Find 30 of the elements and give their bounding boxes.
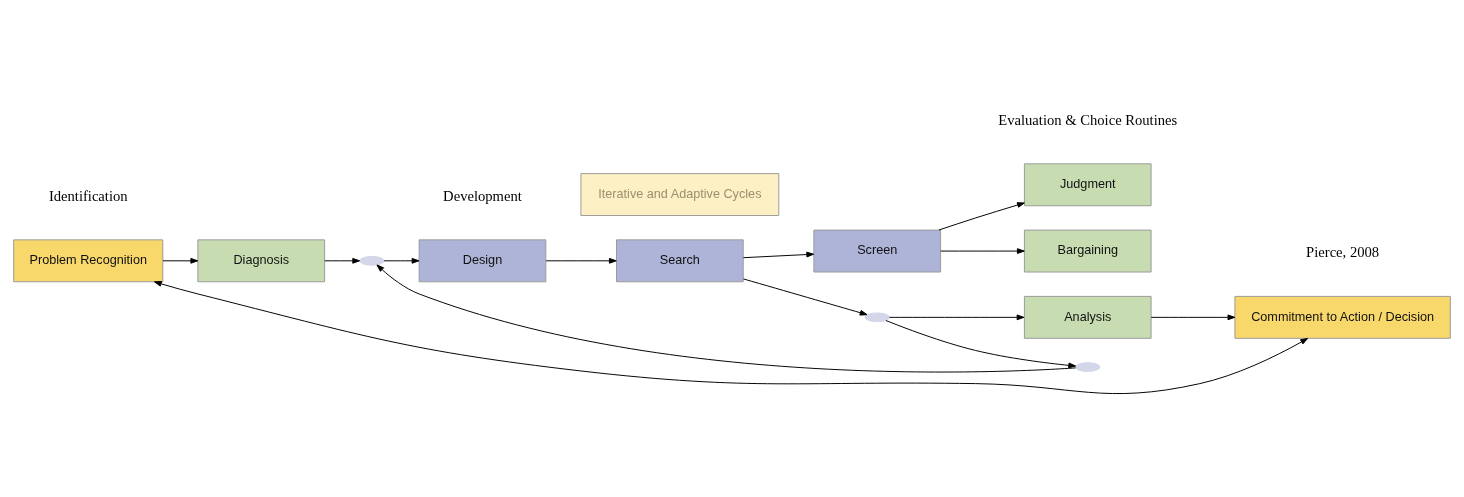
node-box: Commitment to Action / Decision bbox=[1234, 295, 1451, 339]
node-box: Diagnosis bbox=[197, 238, 326, 282]
node-box: Judgment bbox=[1023, 162, 1152, 206]
node-box: Design bbox=[418, 238, 547, 282]
label: Identification bbox=[48, 187, 128, 204]
node-ellipse bbox=[359, 255, 385, 266]
arrow bbox=[376, 263, 1077, 372]
arrow bbox=[324, 257, 361, 264]
label: Evaluation & Choice Routines bbox=[998, 111, 1178, 128]
arrow bbox=[743, 277, 868, 316]
arrow bbox=[162, 257, 199, 264]
node-ellipse bbox=[864, 311, 890, 322]
node-box: Bargaining bbox=[1023, 229, 1152, 272]
arrow bbox=[153, 280, 1309, 394]
node-box: Screen bbox=[813, 229, 942, 272]
arrow bbox=[938, 201, 1025, 230]
node-box: Analysis bbox=[1023, 295, 1152, 339]
arrow bbox=[885, 319, 1077, 368]
arrow bbox=[940, 247, 1025, 254]
arrow bbox=[383, 257, 420, 264]
arrow bbox=[888, 313, 1025, 320]
node-box: Iterative and Adaptive Cycles bbox=[580, 172, 780, 216]
node-ellipse bbox=[1075, 361, 1101, 372]
label: Pierce, 2008 bbox=[1306, 243, 1380, 260]
label: Development bbox=[443, 187, 522, 204]
node-box: Search bbox=[616, 238, 744, 282]
arrow bbox=[545, 257, 617, 264]
node-box: Problem Recognition bbox=[13, 238, 164, 282]
arrow bbox=[743, 251, 815, 258]
arrow bbox=[1150, 313, 1236, 320]
